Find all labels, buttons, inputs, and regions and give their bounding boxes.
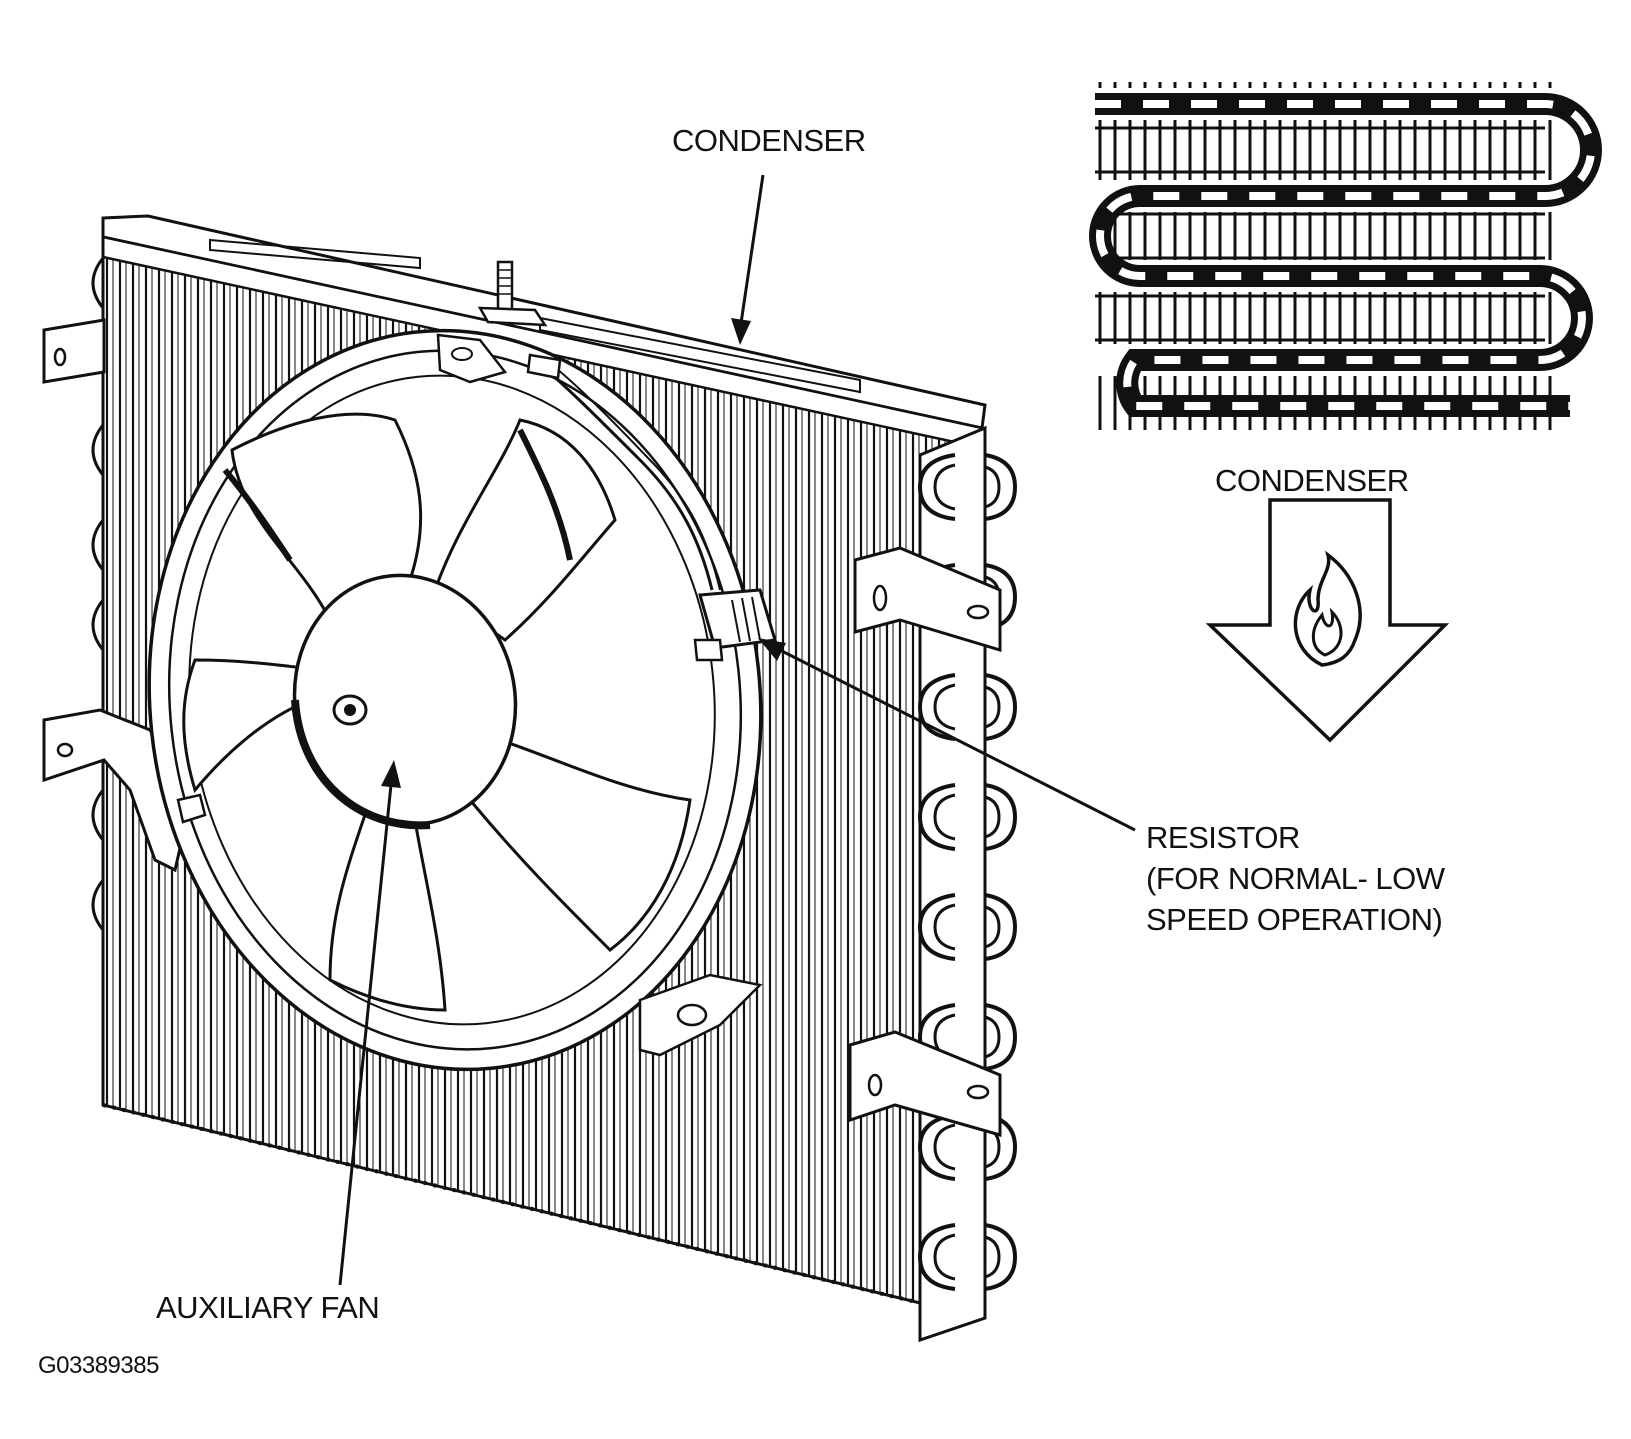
schematic-fins — [1090, 82, 1570, 430]
flame-icon — [1293, 550, 1362, 667]
condenser-leader-line — [731, 174, 765, 345]
auxiliary-fan-leader-line — [338, 760, 401, 1286]
condenser-schematic-label: CONDENSER — [1215, 463, 1409, 498]
auxiliary-fan-label: AUXILIARY FAN — [156, 1290, 380, 1325]
fan-motor-hub — [291, 573, 518, 830]
condenser-schematic — [1089, 82, 1602, 430]
resistor-description-line2: SPEED OPERATION) — [1146, 902, 1443, 937]
fan-resistor — [526, 353, 777, 662]
resistor-leader-line — [758, 638, 1136, 832]
resistor-description-line1: (FOR NORMAL- LOW — [1146, 861, 1445, 896]
resistor-label: RESISTOR — [1146, 820, 1300, 855]
left-tube-bends — [91, 237, 105, 1105]
heat-release-arrow — [1205, 498, 1450, 743]
fan-blades — [182, 412, 692, 1012]
right-mount-brackets — [848, 546, 1002, 1137]
figure-id: G03389385 — [38, 1352, 159, 1379]
condenser-callout-label: CONDENSER — [672, 123, 866, 158]
